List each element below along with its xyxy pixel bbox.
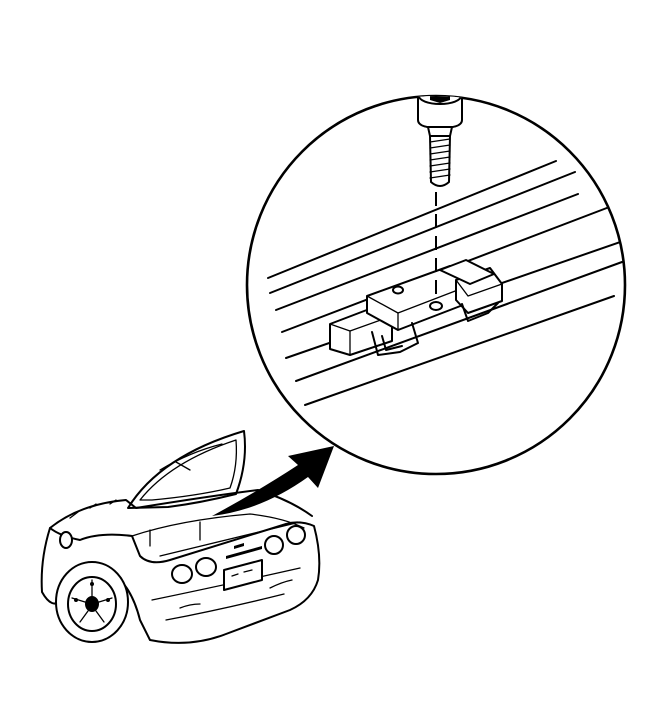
rail-line [269, 171, 576, 294]
floor-rails [267, 160, 625, 406]
lug-nut [90, 582, 94, 586]
tail-lamp [195, 557, 217, 577]
tail-lamp [171, 564, 193, 584]
hatch-reflection [159, 443, 223, 471]
hatch-strut [175, 461, 191, 471]
open-hatch [127, 430, 246, 509]
rail-line [275, 193, 579, 311]
wheel-spokes [71, 579, 113, 623]
rail-line [304, 295, 615, 406]
bracket-clip [371, 322, 419, 356]
fascia-top [159, 521, 301, 557]
rail-line [267, 160, 557, 279]
bolt-hole-target [429, 301, 443, 311]
tail-lamp [286, 525, 306, 545]
bolt-head [417, 96, 463, 129]
callout-arrow [212, 446, 334, 516]
plate-mark [231, 569, 253, 577]
lug-nut [106, 598, 110, 602]
bracket-right-edge [455, 279, 503, 297]
bracket-top-block [439, 259, 495, 285]
rail-line [295, 261, 623, 382]
license-plate [223, 559, 263, 591]
rear-badge [234, 543, 244, 549]
wheel-hub [85, 596, 99, 612]
roof-detail [69, 499, 117, 519]
lug-nut [74, 598, 78, 602]
rear-emblem [226, 546, 262, 559]
tail-lamp [264, 535, 284, 555]
lower-valance [165, 593, 285, 621]
bracket-clip-inner [381, 335, 403, 351]
bolt-hole [392, 285, 404, 295]
bolt-shoulder [427, 126, 453, 137]
seat-bracket [329, 259, 503, 356]
roofline [49, 489, 313, 529]
bolt-threads [429, 138, 451, 179]
vehicle [40, 430, 321, 644]
bolt-head-top [418, 96, 462, 105]
detail-view [245, 94, 627, 476]
bolt-socket [430, 96, 450, 103]
bracket-right-clip [461, 302, 499, 322]
exhaust [179, 579, 293, 609]
cargo-floor [131, 513, 305, 537]
side-marker [59, 531, 73, 549]
cargo-wall [149, 521, 201, 547]
detail-contents [267, 96, 625, 406]
bolt-shank [429, 135, 451, 187]
bolt [417, 96, 463, 187]
hatch-glass [139, 439, 238, 501]
